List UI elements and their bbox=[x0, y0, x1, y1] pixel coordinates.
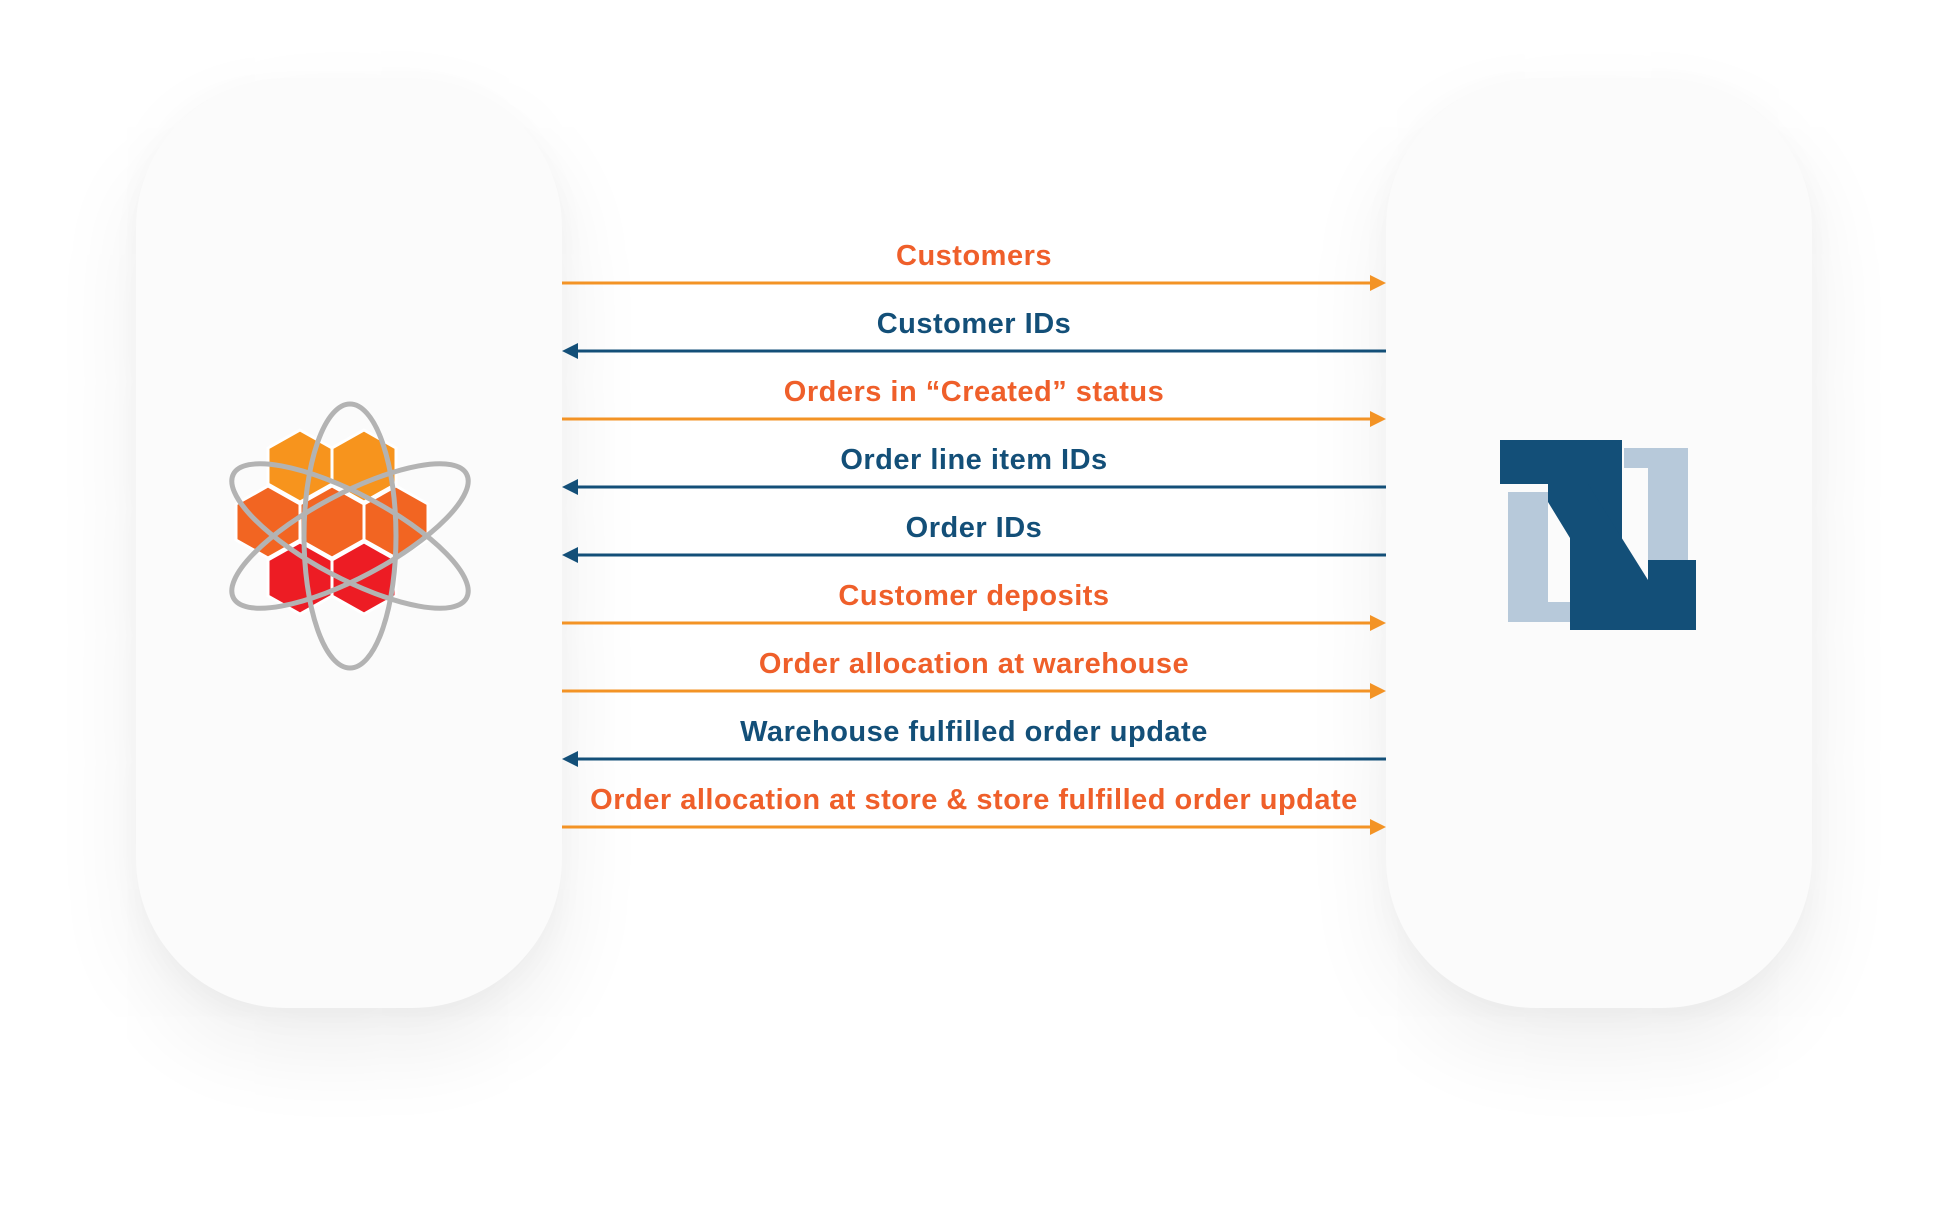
arrowhead bbox=[1370, 275, 1386, 291]
arrowhead bbox=[562, 751, 578, 767]
arrow-right-icon bbox=[562, 683, 1386, 699]
flow-row: Order allocation at warehouse bbox=[562, 648, 1386, 708]
arrow-right-icon bbox=[562, 819, 1386, 835]
arrowhead bbox=[1370, 411, 1386, 427]
flow-row: Orders in “Created” status bbox=[562, 376, 1386, 436]
flow-label: Warehouse fulfilled order update bbox=[740, 716, 1208, 748]
flow-row: Customer IDs bbox=[562, 308, 1386, 368]
flow-label: Customer IDs bbox=[876, 308, 1072, 340]
flow-label: Order line item IDs bbox=[840, 444, 1108, 476]
arrowhead bbox=[1370, 683, 1386, 699]
arrow-left-icon bbox=[562, 479, 1386, 495]
flow-row: Customers bbox=[562, 240, 1386, 300]
flow-row: Order line item IDs bbox=[562, 444, 1386, 504]
arrow-left-icon bbox=[562, 343, 1386, 359]
arrowhead bbox=[1370, 615, 1386, 631]
arrowhead bbox=[1370, 819, 1386, 835]
arrow-left-icon bbox=[562, 751, 1386, 767]
flow-row: Warehouse fulfilled order update bbox=[562, 716, 1386, 776]
arrow-left-icon bbox=[562, 547, 1386, 563]
arrowhead bbox=[562, 479, 578, 495]
flow-label: Order allocation at warehouse bbox=[758, 648, 1190, 680]
flow-label: Order allocation at store & store fulfil… bbox=[590, 784, 1358, 816]
flow-label: Customers bbox=[896, 240, 1052, 272]
flow-label: Orders in “Created” status bbox=[783, 376, 1165, 408]
arrow-right-icon bbox=[562, 275, 1386, 291]
flow-row: Customer deposits bbox=[562, 580, 1386, 640]
arrowhead bbox=[562, 547, 578, 563]
arrow-right-icon bbox=[562, 615, 1386, 631]
arrowhead bbox=[562, 343, 578, 359]
arrow-right-icon bbox=[562, 411, 1386, 427]
flow-row: Order allocation at store & store fulfil… bbox=[562, 784, 1386, 844]
flow-row: Order IDs bbox=[562, 512, 1386, 572]
netsuite-n-logo-icon bbox=[1500, 440, 1696, 630]
flow-label: Customer deposits bbox=[838, 580, 1110, 612]
flow-label: Order IDs bbox=[905, 512, 1043, 544]
hexagon-atom-logo-icon bbox=[229, 401, 471, 671]
